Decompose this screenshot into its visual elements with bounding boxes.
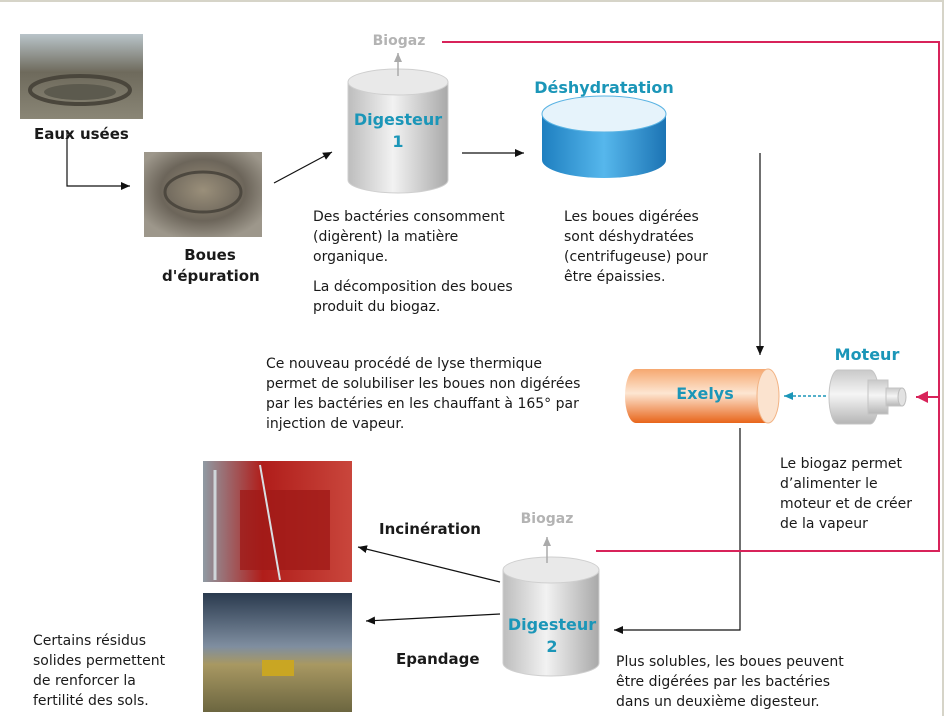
wastewater-photo	[20, 34, 143, 119]
arrow-wastewater-to-sludge	[66, 130, 130, 190]
label-biogas-top: Biogaz	[372, 33, 426, 49]
label-incineration: Incinération	[379, 520, 481, 538]
label-dehydration: Déshydratation	[534, 78, 674, 97]
biogas-description: La décomposition des boues produit du bi…	[313, 279, 513, 315]
label-wastewater: Eaux usées	[34, 125, 129, 143]
label-biogas-bottom: Biogaz	[520, 511, 574, 527]
exelys-description: Ce nouveau procédé de lyse thermique per…	[266, 356, 581, 432]
incineration-photo	[203, 461, 352, 582]
sludge-photo	[144, 152, 262, 237]
spreading-photo	[203, 593, 352, 712]
digester-2-description: Plus solubles, les boues peuvent être di…	[616, 654, 844, 710]
dehydration-description: Les boues digérées sont déshydratées (ce…	[564, 209, 708, 285]
digester-1-icon	[347, 68, 449, 194]
label-exelys: Exelys	[676, 384, 734, 403]
arrow-to-incineration	[357, 545, 501, 583]
motor-icon	[828, 369, 907, 425]
label-sewage-sludge: Boues d'épuration	[162, 246, 260, 285]
residues-description: Certains résidus solides permettent de r…	[33, 633, 166, 709]
label-digester-1: Digesteur 1	[353, 110, 443, 151]
motor-description: Le biogaz permet d’alimenter le moteur e…	[780, 456, 913, 532]
label-motor: Moteur	[834, 345, 900, 364]
arrow-exelys-to-digester-2	[614, 428, 741, 634]
biogas-line	[442, 41, 940, 552]
label-digester-2: Digesteur 2	[507, 615, 597, 656]
digestion-description: Des bactéries consomment (digèrent) la m…	[313, 209, 505, 265]
arrow-sludge-to-digester-1	[273, 151, 333, 184]
exelys-icon	[625, 368, 780, 424]
label-spreading: Epandage	[396, 650, 480, 668]
digester-2-icon	[502, 556, 600, 677]
arrow-to-spreading	[365, 613, 501, 625]
dehydration-icon	[541, 95, 667, 178]
